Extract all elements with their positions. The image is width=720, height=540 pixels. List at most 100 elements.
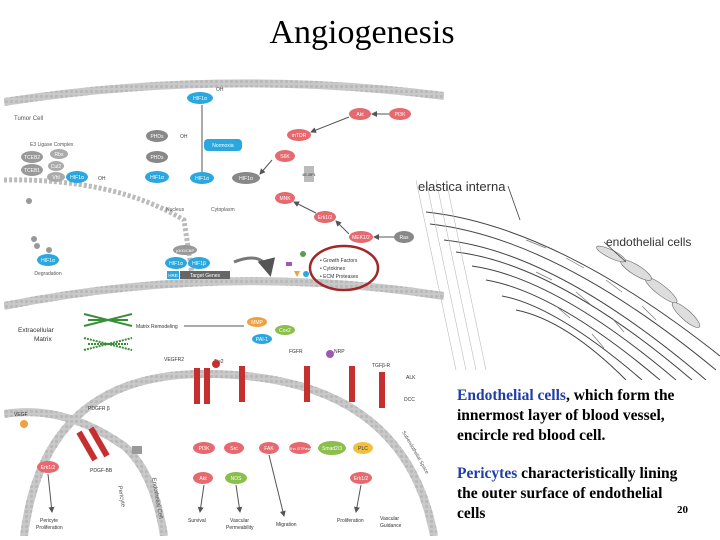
transcription-complex: p300/CBP HIF1α HIF1β HRE Target Genes	[165, 245, 276, 279]
nucleus-membrane	[4, 177, 195, 275]
hif1a-top: HIF1α OH	[187, 87, 224, 104]
svg-text:p300/CBP: p300/CBP	[176, 248, 195, 253]
svg-text:mTOR: mTOR	[292, 133, 307, 139]
svg-text:MMP: MMP	[251, 320, 263, 326]
svg-text:Rho GTPase: Rho GTPase	[288, 446, 312, 451]
svg-text:HRE: HRE	[168, 273, 178, 278]
svg-text:Pericyte: Pericyte	[116, 485, 126, 508]
svg-text:Target Genes: Target Genes	[190, 273, 221, 279]
slide-title: Angiogenesis	[269, 14, 455, 51]
pericytes-caption: Pericytes characteristically lining the …	[457, 464, 687, 524]
svg-text:Matrix: Matrix	[34, 336, 52, 343]
tumor-cell-label: Tumor Cell	[14, 116, 43, 122]
angiogenesis-pathway-diagram: Tumor Cell E3 Ligase Complex TCEB2 TCEB1…	[4, 79, 444, 536]
svg-text:MEK1/2: MEK1/2	[352, 235, 370, 241]
svg-text:HIF1α: HIF1α	[150, 175, 164, 181]
svg-text:HIF1α: HIF1α	[41, 258, 55, 264]
svg-text:OH: OH	[216, 87, 224, 93]
svg-text:Matrix Remodeling: Matrix Remodeling	[136, 324, 178, 330]
svg-text:HIF1α: HIF1α	[193, 96, 207, 102]
svg-text:Cox2: Cox2	[279, 328, 291, 334]
svg-text:HIF1α: HIF1α	[239, 176, 253, 182]
svg-text:TCEB2: TCEB2	[24, 155, 40, 161]
svg-text:FAK: FAK	[264, 446, 274, 452]
svg-text:TGFβ-R: TGFβ-R	[372, 363, 391, 369]
svg-text:Degradation: Degradation	[34, 271, 61, 277]
endothelial-membrane	[20, 369, 438, 536]
svg-text:PDGFR β: PDGFR β	[88, 406, 110, 412]
svg-text:• ECM Proteases: • ECM Proteases	[320, 274, 359, 280]
e3-complex-label: E3 Ligase Complex	[30, 142, 74, 148]
svg-text:Cul2: Cul2	[51, 164, 62, 170]
svg-text:PHDs: PHDs	[150, 134, 164, 140]
svg-text:PI3K: PI3K	[199, 446, 211, 452]
membrane-receptors: VEGFR2 Tie2 FGFR NRP TGFβ-R ALK DCC PDGF…	[14, 349, 416, 474]
svg-text:Erk1/2: Erk1/2	[318, 215, 333, 221]
svg-text:Migration: Migration	[276, 522, 297, 528]
endothelial-cells-label: endothelial cells	[606, 235, 692, 249]
svg-text:Akt: Akt	[356, 112, 364, 118]
svg-text:VEGFR2: VEGFR2	[164, 357, 184, 363]
svg-text:VEGF: VEGF	[14, 412, 28, 418]
svg-text:FGFR: FGFR	[289, 349, 303, 355]
svg-text:Erk1/2: Erk1/2	[41, 465, 56, 471]
page-number: 20	[677, 504, 688, 516]
svg-text:HIF1β: HIF1β	[192, 261, 206, 267]
elastica-interna-label: elastica interna	[418, 179, 506, 194]
svg-text:Permeability: Permeability	[226, 525, 254, 531]
svg-text:Extracellular: Extracellular	[18, 327, 55, 334]
svg-text:OH: OH	[180, 134, 188, 140]
svg-text:Smad2/3: Smad2/3	[322, 446, 342, 452]
svg-text:Proliferation: Proliferation	[337, 518, 364, 524]
svg-text:4E-BP1: 4E-BP1	[302, 172, 317, 177]
svg-text:Vhl: Vhl	[52, 175, 59, 181]
svg-text:HIF1α: HIF1α	[169, 261, 183, 267]
svg-text:PI3K: PI3K	[395, 112, 407, 118]
svg-text:OH: OH	[98, 176, 106, 182]
svg-text:Cytoplasm: Cytoplasm	[211, 207, 235, 213]
svg-text:HIF1α: HIF1α	[195, 176, 209, 182]
svg-text:ALK: ALK	[406, 375, 416, 381]
pericytes-description: characteristically lining the outer surf…	[457, 465, 678, 522]
svg-text:Erk1/2: Erk1/2	[354, 476, 369, 482]
svg-text:Rbx: Rbx	[55, 152, 64, 158]
svg-text:Vascular: Vascular	[380, 516, 399, 522]
svg-text:Nucleus: Nucleus	[166, 207, 185, 213]
svg-text:Akt: Akt	[199, 476, 207, 482]
pericytes-term: Pericytes	[457, 465, 518, 482]
endothelial-term: Endothelial cells	[457, 387, 566, 404]
hif-dimer: HIF1α HIF1α HIF1α Nucleus Cytoplasm	[145, 159, 273, 213]
svg-text:PLC: PLC	[358, 446, 368, 452]
svg-text:MNK: MNK	[279, 196, 291, 202]
svg-text:DCC: DCC	[404, 397, 415, 403]
svg-text:• Growth Factors: • Growth Factors	[320, 258, 358, 264]
endothelial-caption: Endothelial cells, which form the innerm…	[457, 386, 687, 446]
svg-text:PHDs: PHDs	[150, 155, 164, 161]
svg-text:Ras: Ras	[400, 235, 409, 241]
phd-normoxia: PHDs PHDs OH Normoxia	[146, 130, 242, 163]
svg-text:PDGF-BB: PDGF-BB	[90, 468, 113, 474]
extracellular-matrix: Extracellular Matrix Matrix Remodeling M…	[18, 313, 295, 351]
svg-text:Vascular: Vascular	[230, 518, 249, 524]
svg-text:TCEB1: TCEB1	[24, 168, 40, 174]
ubiquitin-chain: HIF1α Degradation	[26, 198, 62, 277]
svg-text:PAI-1: PAI-1	[256, 337, 268, 343]
vessel-wall-illustration	[416, 180, 720, 380]
kinase-cascade: mTOR Akt PI3K S6K 4E-BP1 MNK Erk1/2 MEK1…	[275, 108, 414, 243]
svg-text:Proliferation: Proliferation	[36, 525, 63, 531]
svg-text:• Cytokines: • Cytokines	[320, 266, 346, 272]
svg-text:Src: Src	[230, 446, 238, 452]
svg-text:Guidance: Guidance	[380, 523, 402, 529]
svg-text:Pericyte: Pericyte	[40, 518, 58, 524]
svg-text:NOS: NOS	[231, 476, 243, 482]
svg-text:Survival: Survival	[188, 518, 206, 524]
e3-ligase-complex: TCEB2 TCEB1 Rbx Cul2 Vhl HIF1α OH	[21, 149, 106, 183]
svg-text:HIF1α: HIF1α	[70, 175, 84, 181]
svg-text:Normoxia: Normoxia	[212, 143, 234, 149]
secreted-factors: • Growth Factors • Cytokines • ECM Prote…	[286, 244, 380, 292]
svg-text:S6K: S6K	[280, 154, 290, 160]
endothelial-description: , which form the innermost layer of bloo…	[457, 387, 675, 444]
svg-text:NRP: NRP	[334, 349, 345, 355]
downstream-effectors: PI3K Src FAK Rho GTPase Smad2/3 PLC Akt …	[37, 441, 373, 484]
